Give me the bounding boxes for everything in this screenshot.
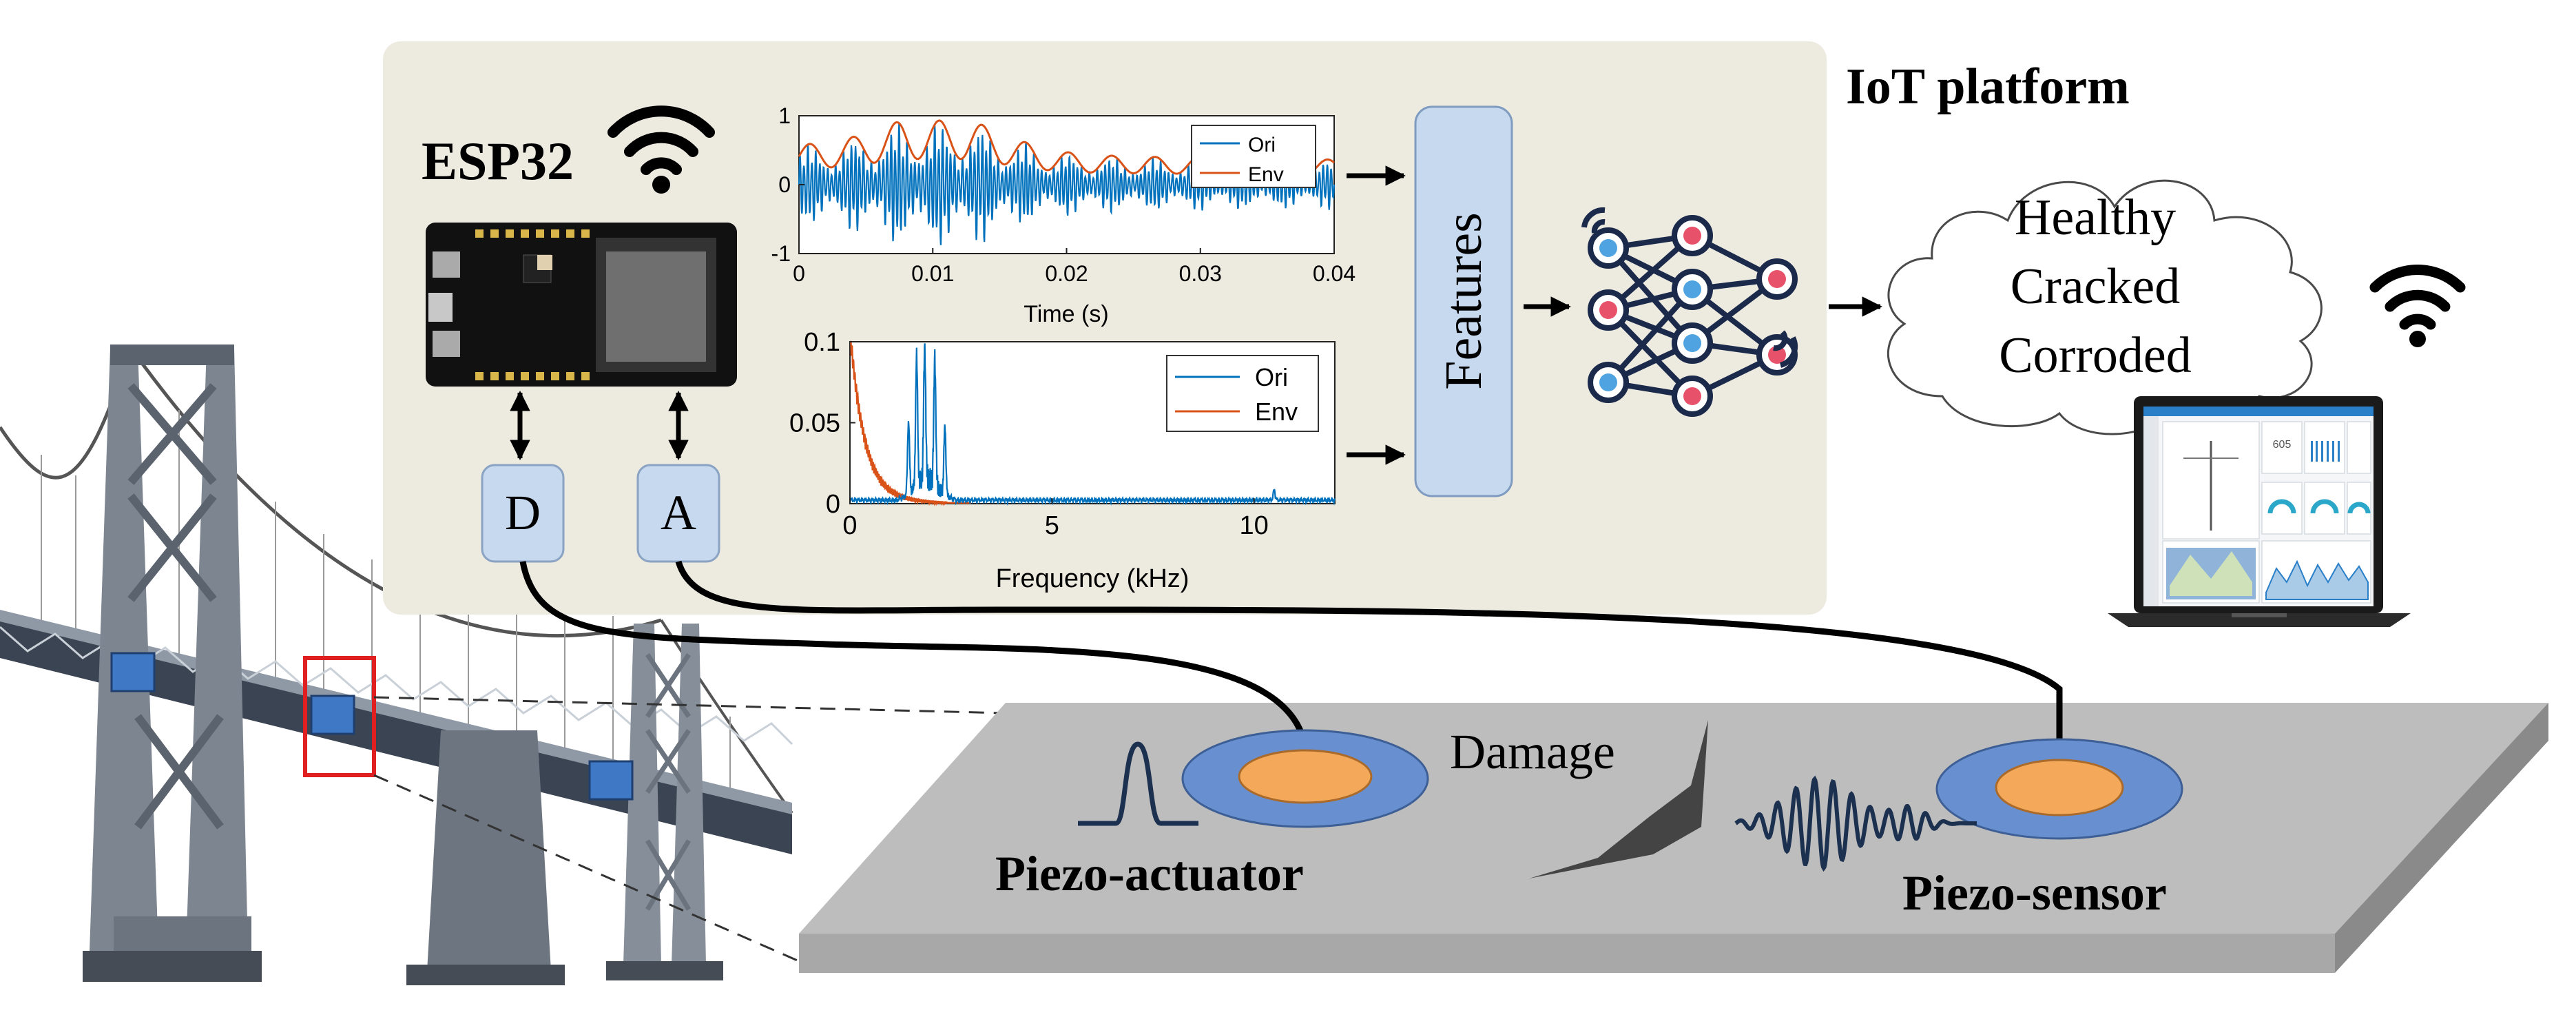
nn-node-core [1599, 373, 1617, 391]
legend-label-ori: Ori [1248, 134, 1276, 156]
bridge-sensor-node [588, 760, 634, 801]
y-tick-label: 0.05 [789, 409, 840, 438]
x-tick-label: 0.04 [1313, 261, 1355, 286]
series-line-env [850, 340, 971, 506]
features-box [1414, 105, 1513, 497]
features-label: Features [1435, 212, 1493, 389]
plate-front [799, 934, 2335, 973]
piezo-actuator-core [1238, 749, 1373, 804]
y-tick-label: 0.1 [804, 328, 840, 357]
nn-node-core [1768, 346, 1786, 364]
bridge-sensor-node [110, 652, 156, 692]
freq-plot-xlabel: Frequency (kHz) [996, 564, 1190, 593]
piezo-actuator-label: Piezo-actuator [995, 846, 1304, 901]
x-tick-label: 10 [1240, 511, 1269, 540]
cloud-label-cracked: Cracked [2011, 258, 2181, 315]
bridge-sensor-node [310, 695, 355, 735]
nn-node-core [1768, 270, 1786, 288]
bridge-main-cable [660, 619, 793, 814]
zoom-line [373, 774, 800, 963]
nn-node-core [1683, 387, 1701, 405]
selected-sensor-highlight [303, 656, 376, 777]
damage-label: Damage [1450, 724, 1615, 779]
damage-crack [1529, 720, 1708, 878]
x-tick-label: 0.01 [911, 261, 954, 286]
zoom-line [373, 696, 1006, 715]
sensor-cable [675, 560, 2063, 751]
nn-node-core [1599, 239, 1617, 257]
nn-node-core [1599, 301, 1617, 319]
cloud-label-corroded: Corroded [1999, 327, 2192, 384]
esp32-title: ESP32 [422, 131, 574, 191]
x-tick-label: 0 [793, 261, 805, 286]
bridge-illustration [0, 345, 793, 985]
excitation-pulse-icon [1078, 741, 1198, 826]
bridge-main-tower [83, 345, 262, 982]
nn-node-core [1683, 227, 1701, 245]
x-tick-label: 5 [1045, 511, 1059, 540]
nn-edge [1606, 287, 1694, 384]
nn-edge [1606, 246, 1694, 345]
y-tick-label: 1 [778, 103, 791, 128]
x-tick-label: 0.02 [1045, 261, 1088, 286]
time-plot-xlabel: Time (s) [1024, 301, 1108, 327]
y-tick-label: -1 [771, 241, 791, 266]
plate-side [2335, 703, 2548, 973]
neural-network-icon [1581, 207, 1798, 417]
wifi-icon [607, 105, 715, 194]
y-tick-label: 0 [778, 172, 791, 197]
legend-label-env: Env [1255, 398, 1298, 426]
nn-node-core [1683, 334, 1701, 352]
frequency-domain-plot: 0 5 10 0 0.05 0.1 Frequency (kHz) Ori Env [789, 328, 1336, 593]
analog-pin-label: A [661, 485, 696, 540]
legend-label-env: Env [1248, 163, 1284, 186]
bridge-pier-base [406, 965, 565, 985]
legend-label-ori: Ori [1255, 363, 1288, 391]
cloud-label-healthy: Healthy [2015, 189, 2176, 246]
laptop-icon: 605 [2108, 396, 2411, 627]
freq-plot-legend: Ori Env [1166, 355, 1319, 432]
esp32-board [426, 223, 737, 387]
received-wave-icon [1734, 775, 1977, 872]
y-tick-label: 0 [826, 490, 840, 519]
bridge-pier [427, 730, 551, 972]
iot-platform-title: IoT platform [1846, 59, 2130, 115]
x-tick-label: 0.03 [1179, 261, 1222, 286]
piezo-sensor-label: Piezo-sensor [1902, 865, 2167, 921]
time-plot-legend: Ori Env [1191, 125, 1316, 188]
x-tick-label: 0 [842, 511, 857, 540]
nn-node-core [1683, 280, 1701, 298]
wifi-icon [2369, 264, 2466, 347]
piezo-sensor-core [1995, 759, 2124, 816]
dashboard-gauge-value: 605 [2273, 439, 2292, 451]
actuator-cable [519, 561, 1309, 748]
digital-pin-label: D [505, 485, 541, 540]
bridge-far-tower [606, 624, 723, 980]
